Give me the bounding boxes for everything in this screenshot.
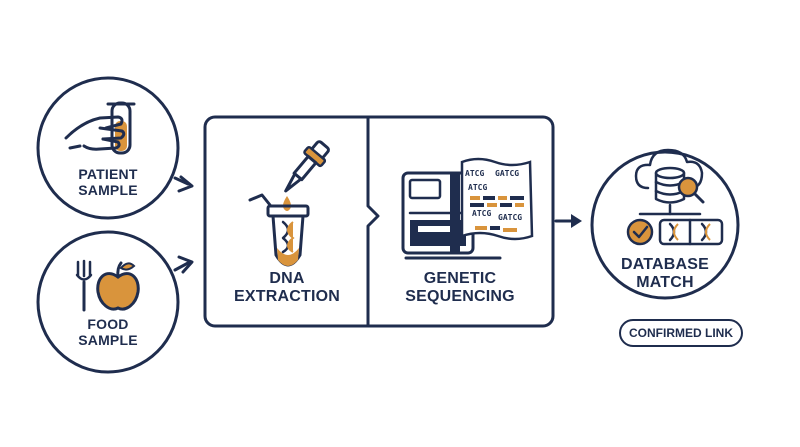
patient-sample-node [36, 76, 180, 220]
arrow-patient-to-extraction [173, 175, 194, 193]
patient-sample-label: PATIENT SAMPLE [68, 166, 148, 198]
hand-holding-test-tube-icon [64, 101, 136, 155]
genetic-sequencing-line2: SEQUENCING [405, 288, 515, 306]
seq-read-1: ATCG [465, 169, 484, 178]
seq-read-3: ATCG [468, 183, 487, 192]
dna-extraction-line2: EXTRACTION [234, 288, 340, 306]
seq-read-5: GATCG [498, 213, 522, 222]
genetic-sequencing-line1: GENETIC [423, 270, 497, 287]
arrow-sequencing-to-database [554, 214, 582, 228]
dna-extraction-label: DNA EXTRACTION [222, 270, 352, 307]
seq-read-4: ATCG [472, 209, 491, 218]
food-sample-label: FOOD SAMPLE [68, 316, 148, 348]
pipette-and-tube-icon [248, 140, 330, 267]
food-sample-line2: SAMPLE [78, 332, 138, 349]
fork-and-apple-icon [75, 259, 140, 312]
database-match-node [590, 148, 740, 300]
food-sample-node [36, 230, 180, 374]
genetic-sequencing-label: GENETIC SEQUENCING [390, 270, 530, 307]
food-sample-line1: FOOD [87, 316, 129, 332]
database-match-line2: MATCH [636, 274, 694, 292]
database-match-label: DATABASE MATCH [615, 256, 715, 293]
dna-extraction-line1: DNA [269, 270, 305, 287]
seq-read-2: GATCG [495, 169, 519, 178]
sequencer-machine-icon: ATCG GATCG ATCG ATCG GATCG [401, 157, 534, 260]
arrow-food-to-extraction [173, 255, 194, 274]
confirmed-link-badge: CONFIRMED LINK [619, 319, 743, 347]
patient-sample-line1: PATIENT [78, 166, 138, 182]
cloud-database-search-icon [626, 148, 724, 246]
patient-sample-line2: SAMPLE [78, 182, 138, 199]
database-match-line1: DATABASE [620, 256, 710, 273]
process-box [203, 115, 555, 328]
